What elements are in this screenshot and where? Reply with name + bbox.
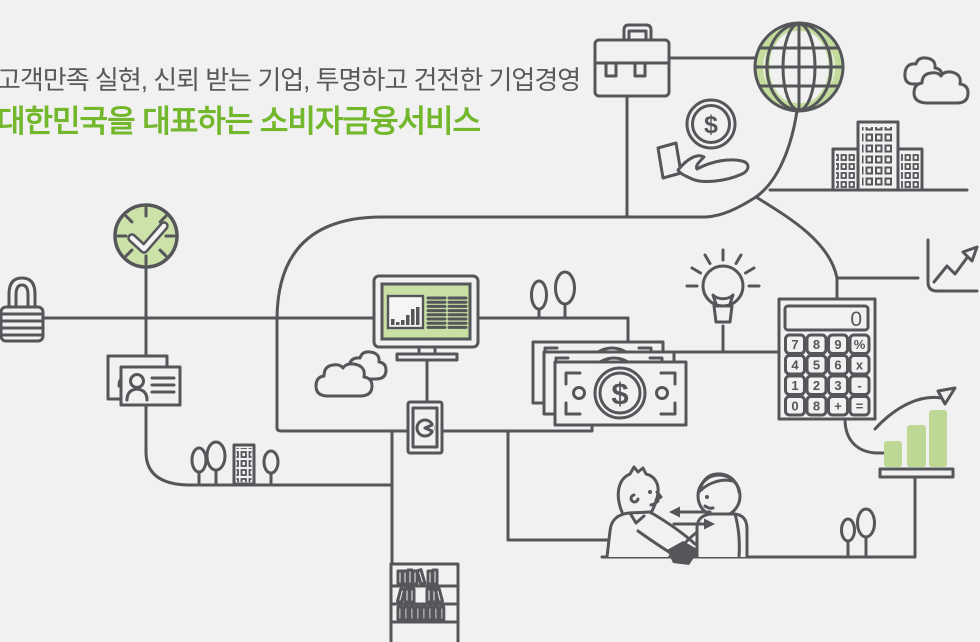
city-buildings-icon	[831, 120, 924, 192]
calc-key: 4	[791, 358, 799, 373]
calc-key: 3	[834, 378, 841, 393]
banner-tagline: 고객만족 실현, 신뢰 받는 기업, 투명하고 건전한 기업경영	[0, 65, 581, 95]
calc-key: 2	[813, 378, 820, 393]
calculator-icon: 0 7 8 9 % 4 5 6 x 1 2	[777, 297, 877, 421]
books	[396, 568, 446, 622]
calc-key: 5	[813, 358, 820, 373]
calc-key: %	[854, 337, 866, 352]
briefcase-icon	[593, 23, 671, 98]
money-stack-icon: $	[531, 340, 688, 427]
clock-icon	[113, 203, 179, 269]
coin-dollar-glyph: $	[704, 111, 718, 139]
smartphone-icon	[406, 400, 444, 455]
handshake-icon	[605, 465, 749, 565]
lightbulb-icon	[685, 248, 761, 324]
calc-key: -	[857, 378, 861, 393]
cloud-icon	[314, 350, 388, 398]
trees-icon	[530, 270, 576, 320]
calc-key: 8	[813, 399, 820, 414]
coin-hand-icon: $	[656, 98, 750, 183]
globe-icon	[753, 21, 845, 113]
calc-key: 1	[791, 378, 798, 393]
bookshelf-icon	[389, 562, 460, 642]
calc-key: 9	[834, 337, 841, 352]
padlock-icon	[0, 276, 45, 343]
trees-icon	[190, 440, 280, 487]
calc-key: 0	[791, 399, 798, 414]
growth-chart-icon	[926, 238, 979, 293]
calc-key: 8	[813, 337, 820, 352]
trees-icon	[840, 507, 876, 559]
calculator-keys: 7 8 9 % 4 5 6 x 1 2 3 - 0 8 + =	[784, 333, 871, 417]
calc-key: x	[856, 358, 864, 373]
calculator-display: 0	[850, 308, 862, 331]
id-cards-icon	[106, 354, 182, 407]
bill-dollar-glyph: $	[611, 376, 628, 411]
bar-growth-icon	[873, 386, 957, 479]
calc-key: 7	[791, 337, 798, 352]
exchange-arrows-icon	[669, 506, 715, 530]
cloud-icon	[903, 56, 970, 105]
screen-bar-chart	[391, 307, 420, 325]
building-icon	[232, 443, 256, 486]
connector-lines	[40, 56, 969, 567]
monitor-chart-icon	[372, 274, 480, 362]
calc-key: +	[834, 399, 842, 414]
banner-title: 대한민국을 대표하는 소비자금융서비스	[0, 104, 481, 139]
calc-key: 6	[834, 358, 841, 373]
calc-key: =	[856, 399, 864, 414]
